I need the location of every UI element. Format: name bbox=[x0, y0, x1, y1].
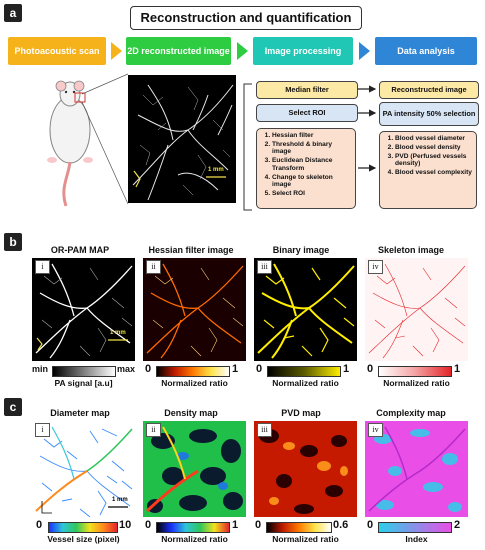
colorbar-hessian-min: 0 bbox=[145, 363, 152, 375]
colorbar-caption-complexity: Index bbox=[405, 534, 428, 544]
scale-bar-label-b: 1 mm bbox=[110, 330, 126, 336]
stage-2d-reconstructed: 2D reconstructed image bbox=[126, 37, 231, 65]
colorbar-complexity bbox=[378, 522, 452, 533]
colorbar-pvd bbox=[266, 522, 332, 533]
pvd-pattern bbox=[259, 429, 348, 514]
colorbar-binary-max: 1 bbox=[343, 363, 350, 375]
colorbar-caption-pa: PA signal [a.u] bbox=[54, 378, 113, 388]
processing-step-item: Threshold & binary image bbox=[272, 141, 351, 156]
colorbar-max-label: max bbox=[117, 364, 136, 374]
colorbar-caption-skeleton: Normalized ratio bbox=[383, 378, 450, 388]
pvd-map-image bbox=[254, 421, 357, 517]
colorbar-caption-diameter: Vessel size (pixel) bbox=[47, 534, 120, 544]
colorbar-complexity-min: 0 bbox=[367, 519, 374, 531]
mouse-illustration bbox=[47, 80, 93, 207]
stage-arrow-3 bbox=[359, 42, 370, 60]
panel-b-letter: b bbox=[4, 233, 22, 251]
processing-bracket bbox=[243, 83, 252, 211]
colorbar-density-min: 0 bbox=[145, 519, 152, 531]
reconstructed-vessel-image: 1 mm bbox=[128, 75, 236, 203]
zoom-lines bbox=[81, 73, 129, 205]
binary-image bbox=[254, 258, 357, 361]
stage-data-analysis: Data analysis bbox=[375, 37, 477, 65]
colorbar-pvd-min: 0 bbox=[255, 519, 262, 531]
panel-a-letter: a bbox=[4, 4, 22, 22]
c-numeral-i: i bbox=[35, 423, 50, 437]
colorbar-diameter bbox=[48, 522, 118, 533]
c-title-diameter: Diameter map bbox=[50, 408, 110, 418]
colorbar-skeleton-max: 1 bbox=[454, 363, 461, 375]
orpam-map-image: 1 mm bbox=[32, 258, 135, 361]
diameter-vessels bbox=[35, 426, 133, 517]
b-numeral-iii: iii bbox=[257, 260, 272, 274]
c-numeral-iii: iii bbox=[257, 423, 272, 437]
colorbar-skeleton bbox=[378, 366, 452, 377]
binary-vessels bbox=[257, 263, 355, 359]
b-title-binary: Binary image bbox=[272, 245, 330, 255]
colorbar-caption-hessian: Normalized ratio bbox=[161, 378, 228, 388]
analysis-pa-intensity: PA intensity 50% selection bbox=[379, 102, 479, 126]
c-title-complexity: Complexity map bbox=[376, 408, 446, 418]
panel-c-letter: c bbox=[4, 398, 22, 416]
colorbar-pvd-max: 0.6 bbox=[333, 519, 349, 531]
c-numeral-iv: iv bbox=[368, 423, 383, 437]
step-select-roi: Select ROI bbox=[256, 104, 358, 122]
analysis-reconstructed-image: Reconstructed image bbox=[379, 81, 479, 99]
skeleton-image bbox=[365, 258, 468, 361]
analysis-step-item: Blood vessel diameter bbox=[395, 135, 472, 143]
density-map-image bbox=[143, 421, 246, 517]
c-numeral-ii: ii bbox=[146, 423, 161, 437]
analysis-arrows bbox=[358, 85, 377, 172]
hessian-vessels bbox=[146, 263, 244, 359]
processing-step-item: Euclidean Distance Transform bbox=[272, 157, 351, 172]
colorbar-pa-signal bbox=[52, 366, 116, 377]
colorbar-density bbox=[156, 522, 230, 533]
analysis-steps-list: Blood vessel diameter Blood vessel densi… bbox=[379, 131, 477, 209]
analysis-step-item: PVD (Perfused vessels density) bbox=[395, 153, 472, 168]
stage-arrow-2 bbox=[237, 42, 248, 60]
processing-step-item: Select ROI bbox=[272, 190, 351, 198]
scale-bar-label-a: 1 mm bbox=[208, 167, 224, 173]
panel-a-title: Reconstruction and quantification bbox=[130, 6, 362, 30]
skeleton-vessels bbox=[368, 263, 466, 359]
processing-step-item: Change to skeleton image bbox=[272, 174, 351, 189]
colorbar-density-max: 1 bbox=[232, 519, 239, 531]
colorbar-caption-binary: Normalized ratio bbox=[272, 378, 339, 388]
colorbar-min-label: min bbox=[32, 364, 49, 374]
b-numeral-ii: ii bbox=[146, 260, 161, 274]
step-median-filter: Median filter bbox=[256, 81, 358, 99]
processing-steps-list: Hessian filter Threshold & binary image … bbox=[256, 128, 356, 209]
colorbar-binary-min: 0 bbox=[256, 363, 263, 375]
analysis-step-item: Blood vessel complexity bbox=[395, 169, 472, 177]
colorbar-skeleton-min: 0 bbox=[367, 363, 374, 375]
colorbar-hessian-max: 1 bbox=[232, 363, 239, 375]
stage-arrow-1 bbox=[111, 42, 122, 60]
colorbar-binary bbox=[267, 366, 341, 377]
stage-image-processing: Image processing bbox=[253, 37, 353, 65]
colorbar-caption-pvd: Normalized ratio bbox=[272, 534, 339, 544]
density-pattern bbox=[145, 426, 243, 513]
b-title-hessian: Hessian filter image bbox=[148, 245, 234, 255]
colorbar-hessian bbox=[156, 366, 230, 377]
b-title-orpam: OR-PAM MAP bbox=[50, 245, 110, 255]
colorbar-caption-density: Normalized ratio bbox=[161, 534, 228, 544]
complexity-map-image bbox=[365, 421, 468, 517]
b-numeral-i: i bbox=[35, 260, 50, 274]
analysis-step-item: Blood vessel density bbox=[395, 144, 472, 152]
colorbar-diameter-max: 10 bbox=[119, 519, 132, 531]
orpam-vessels bbox=[35, 263, 133, 359]
hessian-filter-image bbox=[143, 258, 246, 361]
colorbar-diameter-min: 0 bbox=[36, 519, 43, 531]
complexity-pattern bbox=[368, 426, 466, 512]
processing-step-item: Hessian filter bbox=[272, 132, 351, 140]
vessel-network-graphic bbox=[132, 84, 234, 201]
stage-photoacoustic-scan: Photoacoustic scan bbox=[8, 37, 106, 65]
b-title-skeleton: Skeleton image bbox=[377, 245, 445, 255]
diameter-map-image: 1 mm bbox=[32, 421, 135, 517]
c-title-density: Density map bbox=[164, 408, 218, 418]
c-title-pvd: PVD map bbox=[281, 408, 321, 418]
scale-bar-label-c: 1 mm bbox=[112, 497, 128, 503]
colorbar-complexity-max: 2 bbox=[454, 519, 461, 531]
b-numeral-iv: iv bbox=[368, 260, 383, 274]
